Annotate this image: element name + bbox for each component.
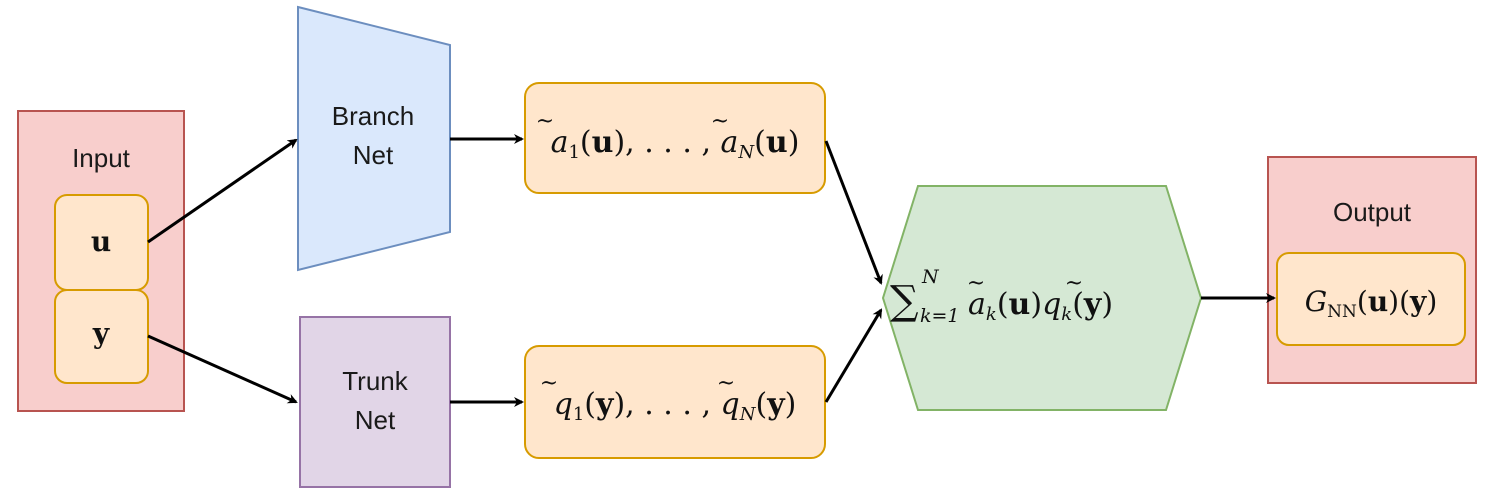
basis-q1: q [554,387,573,422]
sum-expression: ak(u)qk(y) [968,287,1113,325]
tilde-a1: ~ [536,109,554,134]
arrow-branch-out-to-sum [824,140,883,285]
trunk-output-expression: q1(y), . . . , qN(y) [554,387,797,425]
sum-sigma: ∑ [890,278,919,324]
input-u-box: u [54,194,149,291]
trunk-net-line2: Net [355,405,396,435]
input-y-label: y [92,317,110,350]
basis-qN: q [721,387,740,422]
trunk-output-box: q1(y), . . . , qN(y) ~ ~ [524,345,826,459]
branch-net: Branch Net [297,5,451,272]
trunk-net: Trunk Net [299,316,451,488]
sum-tilde-a: ~ [967,271,985,296]
coef-a1: a [551,125,569,160]
branch-net-line2: Net [353,140,394,170]
arrow-u-to-branch [147,138,298,244]
input-u-label: u [91,225,111,258]
branch-output-box: a1(u), . . . , aN(u) ~ ~ [524,82,826,194]
output-inner-box: GNN(u)(y) [1276,252,1466,346]
input-y-box: y [54,289,149,384]
basis-q1-sub: 1 [573,404,584,425]
output-expression: GNN(u)(y) [1305,285,1438,322]
tilde-qN: ~ [717,371,735,396]
coef-a1-sub: 1 [568,142,579,163]
coef-aN: a [721,125,739,160]
sum-upper-limit: N [921,266,940,288]
branch-net-line1: Branch [332,101,414,131]
arrow-y-to-trunk [147,334,298,404]
arrow-trunk-out-to-sum [824,308,883,403]
sum-tilde-q: ~ [1065,271,1083,296]
sum-lower-limit: k=1 [920,305,960,327]
output-block: Output GNN(u)(y) [1267,156,1477,384]
input-block: Input u y [17,110,185,412]
output-title: Output [1333,197,1412,227]
trunk-net-line1: Trunk [342,366,408,396]
input-title: Input [72,143,131,173]
coef-aN-sub: N [737,142,755,163]
sum-hexagon: ∑ N k=1 ak(u)qk(y) ~ ~ [881,185,1203,411]
basis-qN-sub: N [739,404,757,425]
tilde-q1: ~ [540,371,558,396]
branch-output-expression: a1(u), . . . , aN(u) [551,125,800,163]
tilde-aN: ~ [711,109,729,134]
